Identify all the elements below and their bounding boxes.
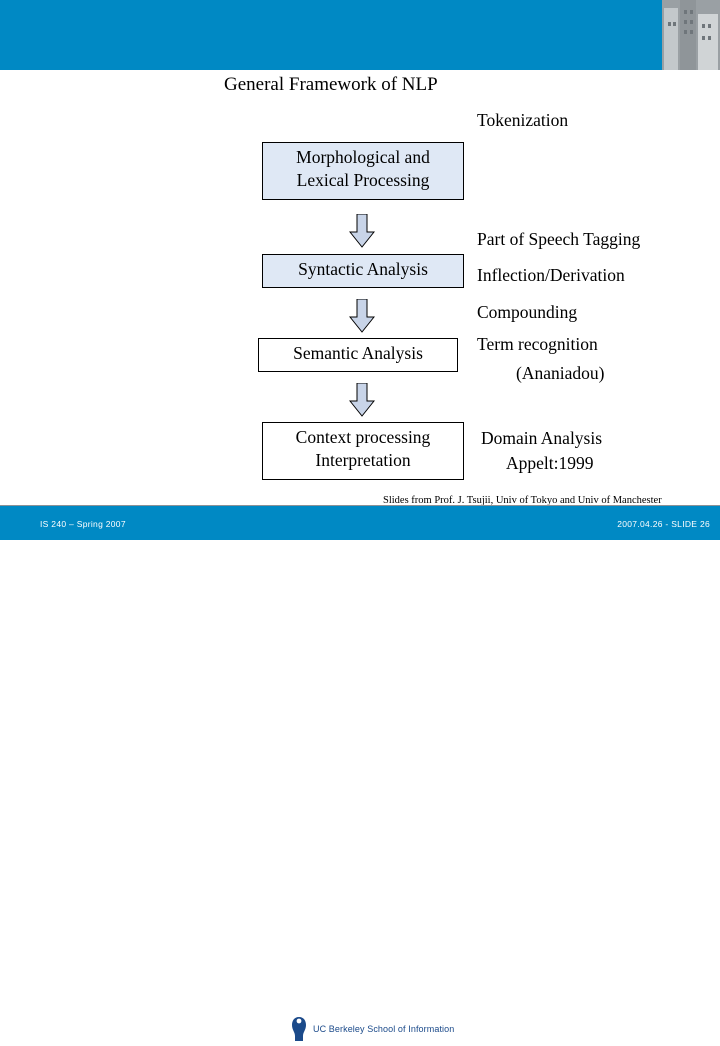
footer-logo-text: UC Berkeley School of Information — [313, 1024, 455, 1034]
box-syntactic-analysis[interactable]: Syntactic Analysis — [262, 254, 464, 288]
label-domain-analysis: Domain Analysis — [481, 428, 603, 448]
footer-course-label: IS 240 – Spring 2007 — [40, 519, 126, 529]
box-morphological-lexical-processing[interactable]: Morphological and Lexical Processing — [262, 142, 464, 200]
arrow-semantic-to-context — [349, 383, 375, 417]
slide-body: General Framework of NLP Tokenization Pa… — [0, 70, 720, 506]
box-syntactic-line1: Syntactic Analysis — [298, 259, 428, 279]
footer-logo: UC Berkeley School of Information — [283, 1012, 468, 1046]
box-morph-line1: Morphological and — [296, 147, 430, 167]
header-band — [0, 0, 720, 70]
page-title: General Framework of NLP — [224, 74, 438, 95]
label-appelt-1999: Appelt:1999 — [506, 453, 594, 473]
box-semantic-analysis[interactable]: Semantic Analysis — [258, 338, 458, 372]
box-context-line1: Context processing — [295, 427, 431, 447]
label-pos-tagging: Part of Speech Tagging — [477, 229, 641, 249]
label-compounding: Compounding — [477, 302, 578, 322]
slide-credit: Slides from Prof. J. Tsujii, Univ of Tok… — [383, 495, 662, 506]
box-context-processing-interpretation[interactable]: Context processing Interpretation — [262, 422, 464, 480]
footer-divider — [0, 505, 720, 506]
box-morph-line2: Lexical Processing — [296, 170, 430, 190]
label-ananiadou: (Ananiadou) — [516, 363, 605, 383]
berkeley-i-school-logo-icon — [292, 1017, 306, 1041]
arrow-morph-to-syntactic — [349, 214, 375, 248]
arrow-syntactic-to-semantic — [349, 299, 375, 333]
label-term-recognition: Term recognition — [477, 334, 598, 354]
box-semantic-line1: Semantic Analysis — [293, 343, 423, 363]
header-photo — [662, 0, 720, 70]
label-tokenization: Tokenization — [477, 110, 569, 130]
box-context-line2: Interpretation — [315, 450, 411, 470]
label-inflection-derivation: Inflection/Derivation — [477, 265, 625, 285]
footer-slide-label: 2007.04.26 - SLIDE 26 — [617, 519, 710, 529]
